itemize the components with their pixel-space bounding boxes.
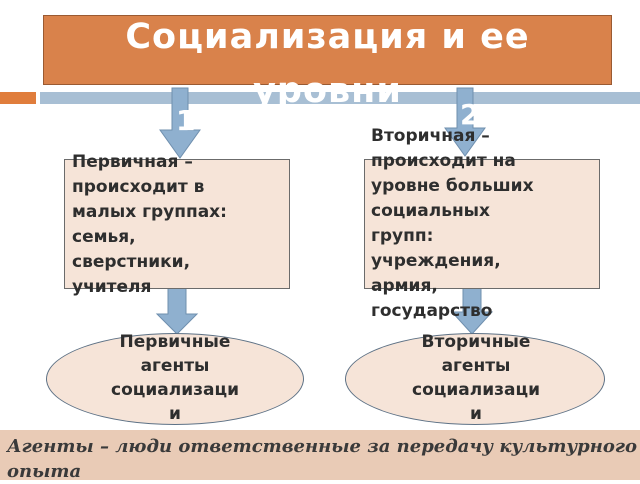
- footer-definition: Агенты – люди ответственные за передачу …: [7, 436, 637, 482]
- level-number-2: 2: [460, 98, 480, 131]
- title-box: Социализация и ее уровни: [43, 15, 612, 111]
- level-number-1: 1: [176, 104, 196, 137]
- secondary-level-text: Вторичная – происходит на уровне больших…: [371, 126, 534, 321]
- primary-level-text: Первичная – происходит в малых группах: …: [72, 152, 227, 297]
- arrow-down-1-top: [159, 87, 201, 159]
- divider-bar: [40, 92, 640, 104]
- secondary-level-box: [364, 159, 600, 289]
- accent-bar: [0, 92, 36, 104]
- arrow-down-1-bottom: [155, 287, 199, 335]
- footer-band: Агенты – люди ответственные за передачу …: [0, 430, 640, 482]
- secondary-agents-text: Вторичные агенты социализаци и: [412, 332, 540, 424]
- arrow-down-2-top: [444, 87, 486, 157]
- primary-agents-text: Первичные агенты социализаци и: [111, 332, 239, 424]
- secondary-agents-ellipse: [345, 333, 605, 425]
- page-title: Социализация и ее уровни: [125, 17, 530, 111]
- primary-agents-ellipse: [46, 333, 304, 425]
- primary-level-box: [64, 159, 290, 289]
- arrow-down-2-bottom: [450, 287, 494, 335]
